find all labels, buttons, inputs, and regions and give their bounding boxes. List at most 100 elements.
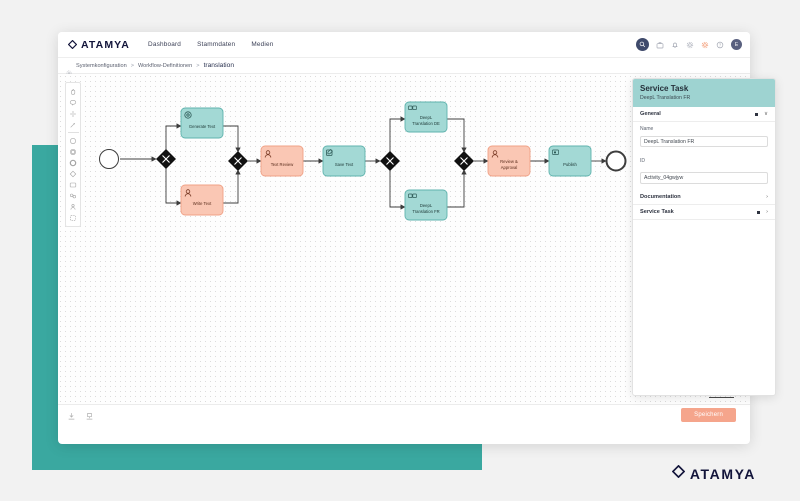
bpmn-task-deepl-fr: DeepL Translation FR [404, 189, 448, 221]
nav-link-medien[interactable]: Medien [251, 41, 274, 48]
svg-text:Save Text: Save Text [335, 162, 354, 167]
svg-text:Translation FR: Translation FR [412, 209, 439, 214]
briefcase-icon[interactable] [656, 41, 664, 49]
group-icon[interactable] [66, 212, 80, 223]
data-object-icon[interactable] [66, 190, 80, 201]
script-task-icon [326, 149, 333, 156]
properties-header: Service Task DeepL Translation FR [633, 79, 775, 107]
editor-footer-toolbar [58, 404, 750, 428]
breadcrumb-item-translation: translation [203, 62, 234, 69]
svg-text:Review &: Review & [500, 159, 518, 164]
group-label-general: General [640, 111, 661, 117]
properties-group-documentation[interactable]: Documentation › [633, 190, 775, 205]
gear-accent-icon[interactable] [701, 41, 709, 49]
bpmn-task-write-text: Write Text [180, 184, 224, 216]
bpmn-task-save-text: Save Text [322, 145, 366, 177]
properties-group-general[interactable]: General ∨ [633, 107, 775, 122]
properties-group-service-task[interactable]: Service Task › [633, 205, 775, 220]
nav-link-stammdaten[interactable]: Stammdaten [197, 41, 236, 48]
bpmn-gateway-3 [380, 151, 400, 171]
field-label-id: ID [640, 158, 645, 164]
avatar[interactable]: E [731, 39, 742, 50]
user-task-icon [264, 150, 272, 158]
bpmn-start-event [99, 149, 119, 169]
name-field[interactable] [640, 136, 768, 147]
connect-tool-icon[interactable] [66, 119, 80, 130]
bpmn-gateway-2 [228, 151, 248, 171]
help-icon[interactable]: ? [716, 41, 724, 49]
hand-tool-icon[interactable] [66, 86, 80, 97]
bpmn-task-publish: Publish [548, 145, 592, 177]
lasso-tool-icon[interactable] [66, 97, 80, 108]
send-task-icon [552, 149, 559, 155]
field-name: Name [633, 122, 775, 154]
breadcrumb-item-systemkonfiguration[interactable]: Systemkonfiguration [76, 62, 127, 69]
translate-icon [408, 105, 417, 110]
svg-text:Text Review: Text Review [271, 162, 295, 167]
chevron-right-icon-2[interactable]: › [766, 209, 768, 215]
gear-icon [66, 63, 72, 75]
breadcrumb-separator: > [130, 62, 134, 69]
brand-name: ATAMYA [81, 38, 130, 51]
brand-logo[interactable]: ATAMYA [68, 39, 130, 51]
bpmn-diagram[interactable]: Generate Text Write Text [58, 74, 750, 404]
intermediate-event-icon[interactable] [66, 146, 80, 157]
user-task-icon [184, 189, 192, 197]
svg-text:Publish: Publish [563, 162, 577, 167]
diamond-logo-icon [68, 40, 77, 49]
bpmn-gateway-4 [454, 151, 474, 171]
chevron-down-icon[interactable]: ∨ [763, 111, 768, 117]
chevron-right-icon[interactable]: › [766, 194, 768, 200]
properties-panel: Service Task DeepL Translation FR Genera… [632, 78, 776, 396]
diamond-logo-icon-footer [671, 464, 686, 483]
bpmn-end-event [605, 150, 627, 172]
field-id: ID [633, 154, 775, 186]
footer-brand: ATAMYA [671, 464, 756, 483]
svg-text:?: ? [719, 42, 722, 47]
svg-text:Generate Text: Generate Text [189, 124, 216, 129]
bpmn-gateway-1 [156, 149, 176, 169]
bpmn-task-text-review: Text Review [260, 145, 304, 177]
group-label-documentation: Documentation [640, 194, 681, 200]
nav-link-dashboard[interactable]: Dashboard [148, 41, 182, 48]
search-icon[interactable] [636, 38, 649, 51]
bpmn-task-deepl-de: DeepL Translation DE [404, 101, 448, 133]
export-icon[interactable] [67, 412, 76, 421]
subprocess-icon[interactable] [66, 179, 80, 190]
group-label-service-task: Service Task [640, 209, 674, 215]
bpmn-task-review-approval: Review & Approval [487, 145, 531, 177]
properties-body: General ∨ Name ID Documentation › Servic… [633, 107, 775, 220]
breadcrumb-item-workflow-definitionen[interactable]: Workflow-Definitionen [137, 62, 193, 69]
bpmn-editor: Generate Text Write Text [58, 74, 750, 428]
group-marker-dot [754, 112, 758, 116]
svg-text:DeepL: DeepL [420, 115, 433, 120]
svg-text:DeepL: DeepL [420, 203, 433, 208]
settings-icon[interactable] [686, 41, 694, 49]
nav-right-icons: ? E [636, 38, 742, 51]
breadcrumb: Systemkonfiguration > Workflow-Definitio… [58, 58, 750, 75]
user-task-icon [491, 150, 499, 158]
svg-text:Approval: Approval [501, 165, 518, 170]
group-marker-dot-2 [757, 210, 761, 214]
nav-links: Dashboard Stammdaten Medien [148, 41, 273, 48]
end-event-icon[interactable] [66, 157, 80, 168]
translate-icon [408, 193, 417, 198]
service-task-icon [184, 111, 192, 119]
space-tool-icon[interactable] [66, 108, 80, 119]
gateway-icon[interactable] [66, 168, 80, 179]
participant-icon[interactable] [66, 201, 80, 212]
bell-icon[interactable] [671, 41, 679, 49]
properties-subtitle: DeepL Translation FR [640, 95, 691, 101]
id-field[interactable] [640, 172, 768, 184]
start-event-icon[interactable] [66, 135, 80, 146]
top-navigation-bar: ATAMYA Dashboard Stammdaten Medien [58, 32, 750, 58]
save-button[interactable]: Speichern [681, 408, 736, 422]
breadcrumb-separator-2: > [196, 62, 200, 69]
import-icon[interactable] [85, 412, 94, 421]
bpmn-palette [65, 82, 81, 227]
palette-divider [67, 132, 79, 133]
properties-title: Service Task [640, 84, 689, 93]
bpmn-task-generate-text: Generate Text [180, 107, 224, 139]
svg-text:Write Text: Write Text [193, 201, 212, 206]
